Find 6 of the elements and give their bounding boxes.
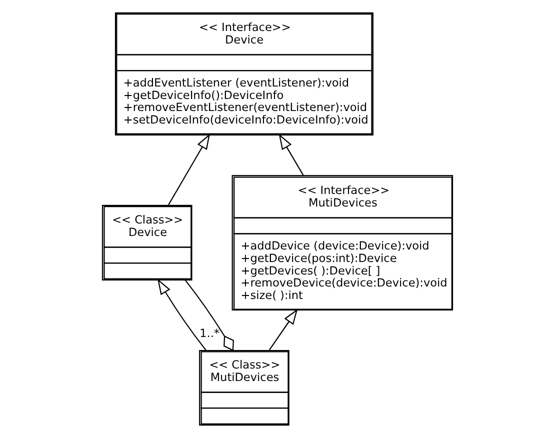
connector (184, 280, 234, 352)
edge-label: 1..* (200, 327, 220, 340)
arrow (268, 308, 298, 351)
arrow (168, 134, 210, 206)
arrow (278, 134, 304, 176)
arrow (157, 278, 206, 351)
